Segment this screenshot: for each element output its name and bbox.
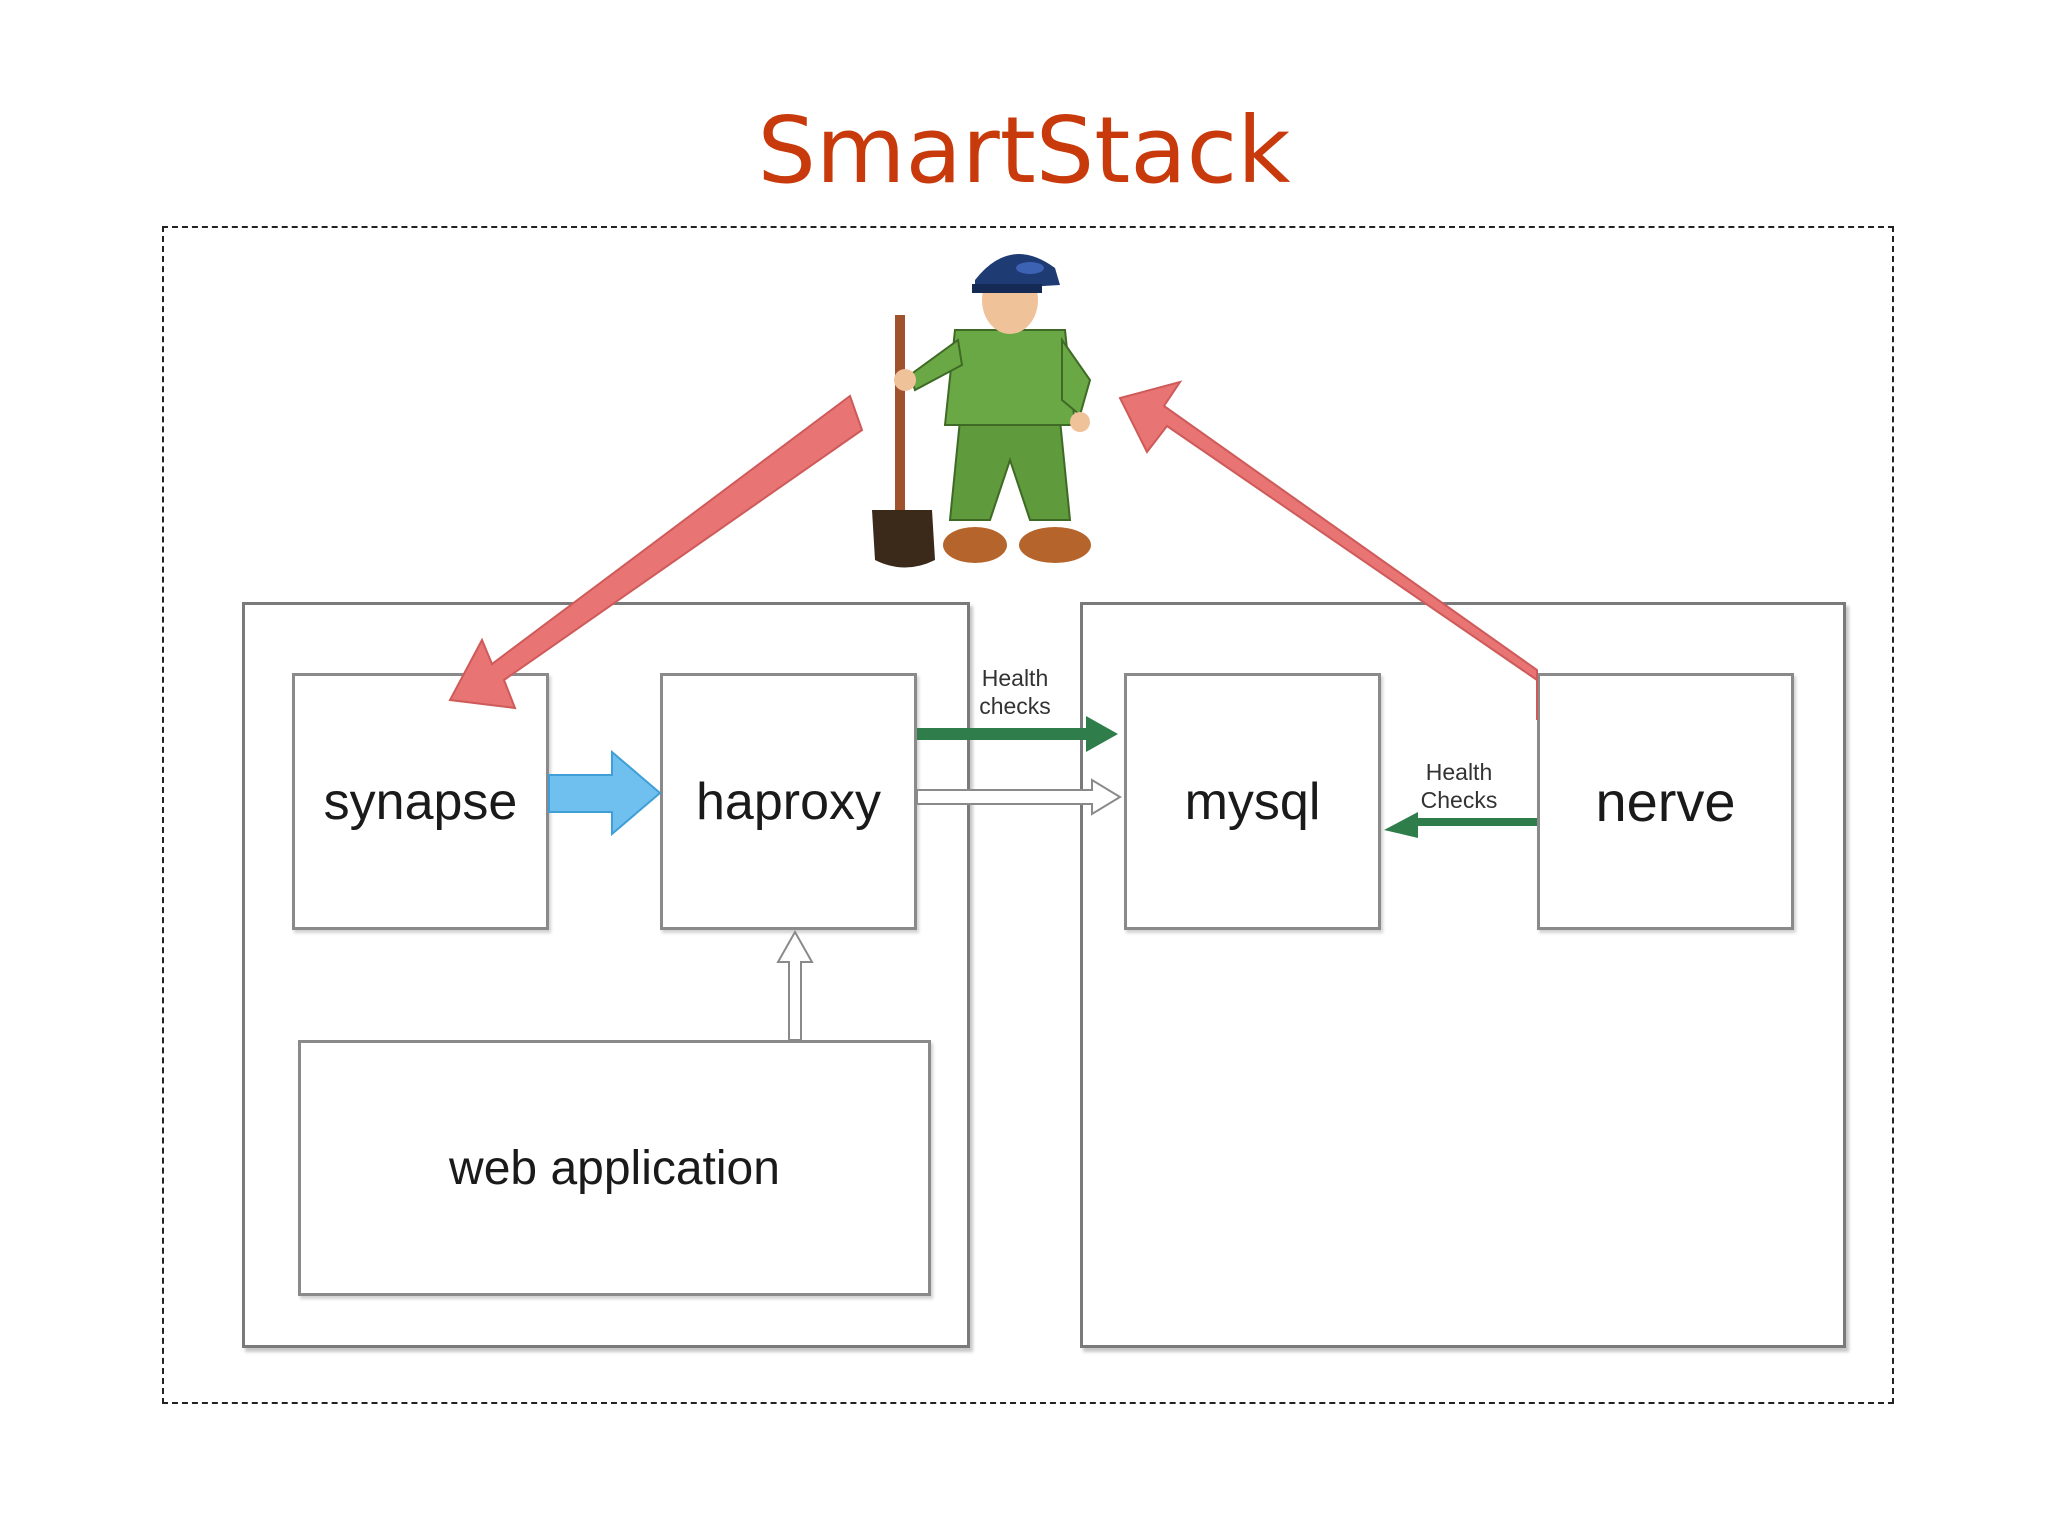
synapse-box: synapse [292, 673, 549, 930]
web-application-box: web application [298, 1040, 931, 1296]
haproxy-box: haproxy [660, 673, 917, 930]
health-checks-label-right: Health Checks [1420, 759, 1498, 813]
mysql-box: mysql [1124, 673, 1381, 930]
nerve-label: nerve [1595, 770, 1736, 833]
page-title: SmartStack [757, 97, 1291, 204]
web-application-label: web application [449, 1141, 780, 1195]
synapse-label: synapse [323, 772, 518, 831]
haproxy-label: haproxy [696, 772, 881, 831]
health-checks-label-top: Health checks [979, 665, 1051, 719]
diagram-frame [162, 226, 1894, 1404]
nerve-box: nerve [1537, 673, 1794, 930]
mysql-label: mysql [1184, 772, 1321, 831]
